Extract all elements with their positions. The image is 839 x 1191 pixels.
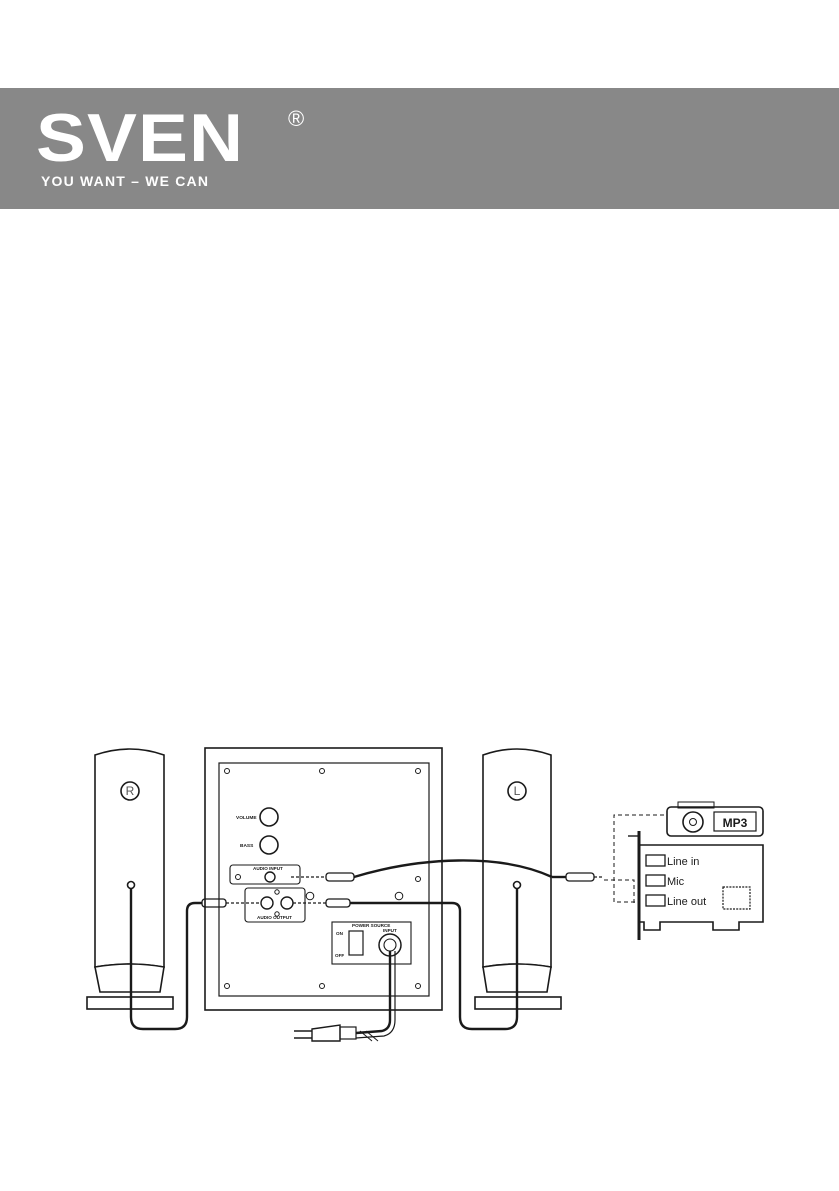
off-label: OFF [335,953,344,958]
line-out-label: Line out [667,896,706,908]
on-label: ON [336,931,344,936]
mp3-player [666,801,764,837]
audio-output-label: AUDIO OUTPUT [257,915,292,920]
brand-tagline: YOU WANT – WE CAN [41,173,210,189]
header-banner [0,88,839,209]
input-label: INPUT [383,928,397,933]
audio-plug-right [565,872,595,882]
left-speaker-cable [350,888,519,1031]
audio-input-label: AUDIO INPUT [253,866,283,871]
power-source-label: POWER SOURCE [352,923,390,928]
speaker-right-label: R [126,784,135,798]
bass-label: BASS [240,843,254,849]
audio-input-jack [264,871,276,883]
bass-knob [259,835,279,855]
speaker-left-label: L [514,784,521,798]
mic-port [645,874,666,887]
sound-chip [722,886,751,910]
line-in-label: Line in [667,856,699,868]
sound-card [628,831,764,940]
connection-diagram: R L VOLUME BASS AUDIO INPUT AUDIO OUTPUT… [86,747,764,1042]
mic-label: Mic [667,876,685,888]
brand-logo: SVEN [36,100,245,176]
audio-input-panel [229,864,301,885]
right-speaker-cable [129,888,202,1031]
line-in-port [645,854,666,867]
speaker-right-badge [120,781,140,801]
power-plug [311,1024,341,1042]
subwoofer [204,747,443,1011]
volume-knob [259,807,279,827]
registered-mark: ® [288,106,305,131]
power-cable [355,951,392,1035]
audio-input-cable [353,859,553,879]
mp3-link-line [613,814,664,903]
line-out-port [645,894,666,907]
volume-label: VOLUME [236,815,257,821]
speaker-left-badge [507,781,527,801]
audio-output-panel [244,887,306,923]
mp3-label: MP3 [723,816,748,830]
power-switch [348,930,364,956]
speaker-left [474,748,562,1010]
power-panel [331,921,412,965]
